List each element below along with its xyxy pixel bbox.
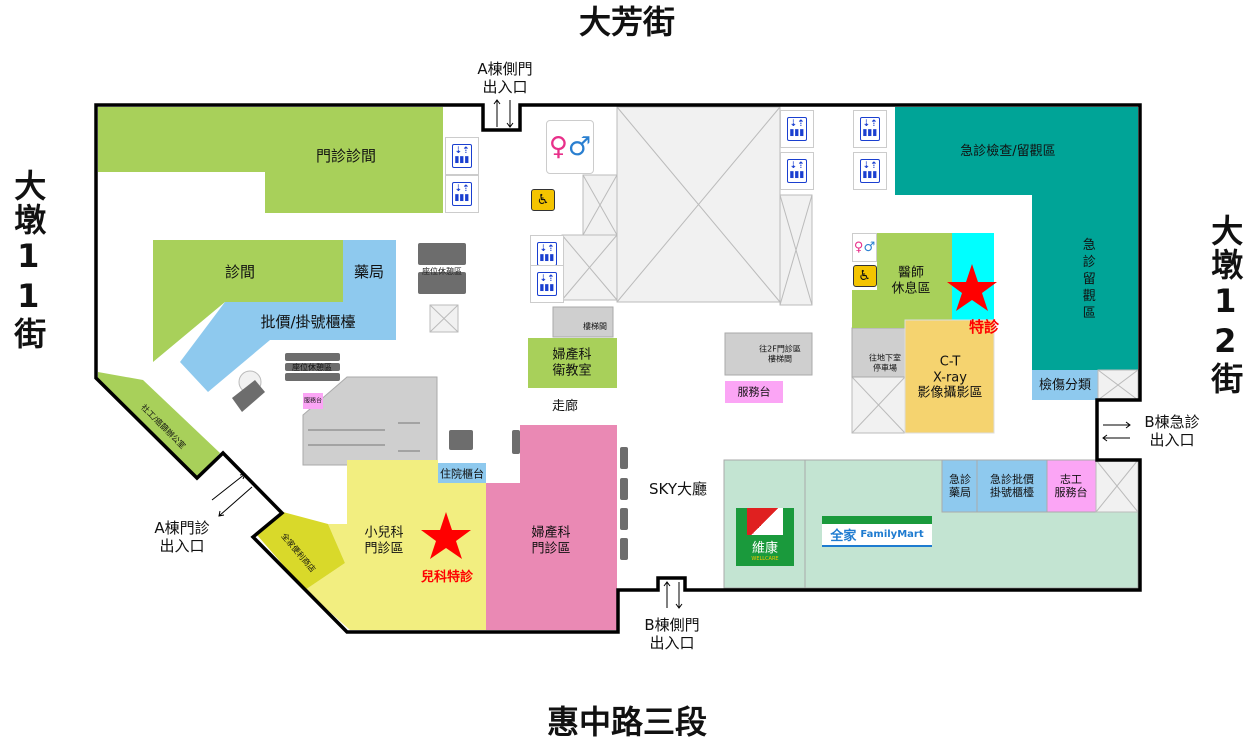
stairs-block: [552, 306, 614, 338]
b-emergency-entrance-label: B棟急診 出入口: [1144, 413, 1200, 449]
elevator-icon: ⇣⇡▮▮▮: [853, 152, 887, 190]
billing-label: 批價/掛號櫃檯: [260, 313, 356, 331]
service-small-area: [303, 393, 323, 409]
entrance-arrows: [211, 99, 1131, 609]
pharmacy-label: 藥局: [353, 263, 385, 281]
wellcare-logo: 維康 WELLCARE: [736, 508, 794, 566]
service-small-label: 服務台: [303, 397, 323, 405]
service-desk-label: 服務台: [737, 385, 771, 399]
elevator-icon: ⇣⇡▮▮▮: [445, 175, 479, 213]
clinic-rooms-area: [98, 107, 443, 213]
elevator-icon: ⇣⇡▮▮▮: [530, 265, 564, 303]
special-clinic-star-icon: [947, 264, 997, 311]
exam-room-label: 診間: [224, 263, 256, 281]
seating-label: 座位休憩區: [422, 267, 462, 277]
street-south: 惠中路三段: [546, 702, 708, 741]
inpatient-counter-area: [438, 463, 486, 483]
er-exam-label: 急診檢查/留觀區: [960, 144, 1056, 160]
obgyn-area: [486, 425, 617, 630]
doctor-lounge-label: 醫師 休息區: [891, 265, 931, 296]
exam-room-area: [153, 240, 343, 362]
pediatrics-area: [305, 460, 486, 630]
er-billing-area: [976, 459, 1048, 513]
familymart-name-en: FamilyMart: [860, 529, 924, 540]
pharmacy-area: [343, 240, 396, 302]
elevator-icon: ⇣⇡▮▮▮: [853, 110, 887, 148]
familymart-store-area: [257, 512, 345, 590]
seating-label: 座位休憩區: [292, 363, 332, 373]
stairs-basement-label: 往地下室 停車場: [869, 353, 901, 372]
ob-education-area: [528, 338, 617, 388]
stairs-2f-label: 往2F門診區 樓梯間: [759, 344, 801, 363]
ob-education-label: 婦產科 衛教室: [552, 347, 592, 378]
wheelchair-icon: ♿: [528, 186, 558, 214]
street-east: 大墩12街: [1206, 214, 1245, 396]
stairs-label: 樓梯間: [583, 322, 607, 332]
elevator-icon: ⇣⇡▮▮▮: [780, 110, 814, 148]
street-west: 大墩11街: [9, 169, 48, 351]
building-outline: [94, 103, 1142, 634]
wellcare-name: 維康: [751, 541, 778, 556]
triage-area: [1032, 370, 1098, 400]
er-observation-label: 急診留觀區: [1079, 237, 1095, 323]
er-exam-area: [895, 107, 1138, 370]
wellcare-mark-icon: [747, 508, 783, 535]
triage-label: 檢傷分類: [1038, 378, 1092, 394]
volunteer-label: 志工 服務台: [1054, 472, 1088, 499]
volunteer-area: [1046, 459, 1097, 513]
restroom-icon: ♀♂: [546, 120, 594, 174]
doctor-lounge-area: [852, 233, 952, 328]
service-desk-area: [725, 381, 783, 403]
wellcare-name-en: WELLCARE: [751, 556, 779, 562]
elevator-icon: ⇣⇡▮▮▮: [780, 152, 814, 190]
b-side-entrance-label: B棟側門 出入口: [644, 616, 700, 652]
obgyn-label: 婦產科 門診區: [531, 525, 571, 556]
restroom-icon: ♀♂: [852, 233, 877, 262]
pediatrics-star-icon: [421, 512, 471, 559]
er-billing-label: 急診批價 掛號櫃檯: [990, 472, 1034, 499]
pediatrics-special-label: 兒科特診: [420, 570, 474, 586]
imaging-area: [904, 319, 995, 434]
special-clinic-label: 特診: [968, 318, 1000, 336]
stairs-block: [851, 327, 906, 378]
wheelchair-icon: ♿: [852, 262, 877, 290]
a-side-entrance-label: A棟側門 出入口: [477, 60, 533, 96]
familymart-name-cn: 全家: [830, 529, 857, 544]
a-clinic-entrance-label: A棟門診 出入口: [154, 519, 210, 555]
billing-area: [180, 302, 396, 392]
escalator: [302, 376, 438, 466]
social-work-area: [98, 372, 220, 478]
clinic-rooms-label: 門診診間: [315, 147, 377, 165]
sky-hall-label: SKY大廳: [649, 480, 707, 498]
elevator-icon: ⇣⇡▮▮▮: [445, 137, 479, 175]
familymart-logo: 全家 FamilyMart: [822, 516, 932, 547]
imaging-label: C-T X-ray 影像攝影區: [917, 354, 983, 401]
er-pharmacy-label: 急診 藥局: [949, 472, 971, 499]
seating-blocks: [232, 243, 628, 560]
pediatrics-label: 小兒科 門診區: [364, 525, 404, 556]
corridor-label: 走廊: [551, 399, 579, 415]
street-north: 大芳街: [578, 2, 676, 41]
stairs-block: [724, 332, 813, 376]
inpatient-counter-label: 住院櫃台: [440, 467, 484, 481]
